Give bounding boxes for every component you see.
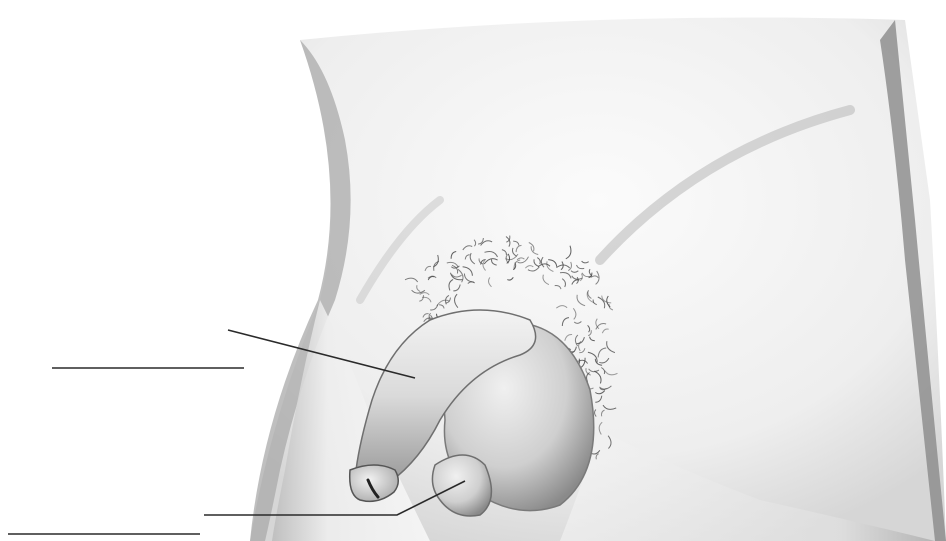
body-illustration bbox=[250, 18, 946, 541]
